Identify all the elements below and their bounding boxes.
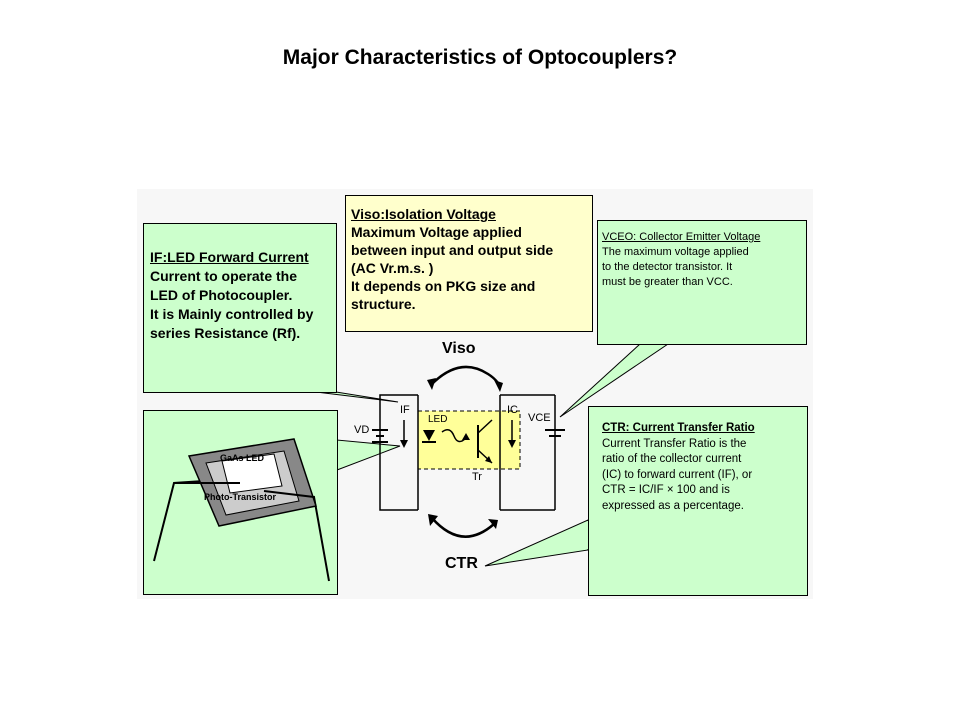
viso-callout: Viso:Isolation Voltage Maximum Voltage a…	[345, 195, 593, 332]
vceo-callout: VCEO: Collector Emitter Voltage The maxi…	[597, 220, 807, 345]
if-heading: IF:LED Forward Current	[150, 249, 309, 265]
vceo-heading: VCEO: Collector Emitter Voltage	[602, 231, 761, 243]
photo-transistor-label: Photo-Transistor	[204, 492, 277, 502]
input-loop	[379, 394, 400, 511]
ctr-callout-tail	[484, 519, 589, 567]
vceo-line-2: to the detector transistor. It	[602, 261, 733, 273]
viso-line-3: (AC Vr.m.s. )	[351, 260, 434, 276]
viso-arrow	[431, 365, 502, 387]
viso-line-2: between input and output side	[351, 242, 554, 258]
vceo-line-3: must be greater than VCC.	[602, 276, 733, 288]
pkg-callout-tail	[336, 439, 401, 471]
ic-label: IC	[507, 404, 518, 416]
ctr-callout: CTR: Current Transfer Ratio Current Tran…	[588, 406, 808, 596]
vceo-line-1: The maximum voltage applied	[602, 246, 749, 258]
if-line-1: Current to operate the	[150, 268, 298, 284]
viso-line-4: It depends on PKG size and	[351, 278, 536, 294]
gaas-led-label: GaAs LED	[220, 453, 265, 463]
ctr-label: CTR	[445, 555, 478, 572]
if-line-3: It is Mainly controlled by	[150, 306, 314, 322]
package-callout: GaAs LED Photo-Transistor	[143, 410, 338, 595]
ctr-line-5: expressed as a percentage.	[602, 499, 744, 512]
viso-line-5: structure.	[351, 296, 416, 312]
viso-label: Viso	[442, 340, 476, 357]
page-title: Major Characteristics of Optocouplers?	[282, 46, 678, 69]
ctr-heading: CTR: Current Transfer Ratio	[602, 422, 755, 434]
tr-label: Tr	[472, 471, 482, 483]
package-illustration	[153, 438, 330, 582]
led-label: LED	[428, 414, 448, 425]
vce-label: VCE	[528, 412, 551, 424]
led-diode	[423, 430, 435, 441]
if-callout: IF:LED Forward Current Current to operat…	[143, 223, 337, 393]
vd-label: VD	[354, 424, 370, 436]
viso-heading: Viso:Isolation Voltage	[351, 206, 496, 222]
ctr-line-4: CTR = IC/IF × 100 and is	[602, 484, 730, 496]
ctr-arrow	[431, 517, 495, 538]
if-callout-tail	[315, 391, 399, 403]
if-line-2: LED of Photocoupler.	[150, 287, 293, 303]
ctr-line-3: (IC) to forward current (IF), or	[602, 468, 753, 481]
ctr-line-2: ratio of the collector current	[602, 453, 742, 465]
if-label: IF	[400, 404, 410, 416]
viso-line-1: Maximum Voltage applied	[351, 224, 522, 240]
ctr-line-1: Current Transfer Ratio is the	[602, 437, 747, 450]
if-line-4: series Resistance (Rf).	[150, 325, 301, 341]
